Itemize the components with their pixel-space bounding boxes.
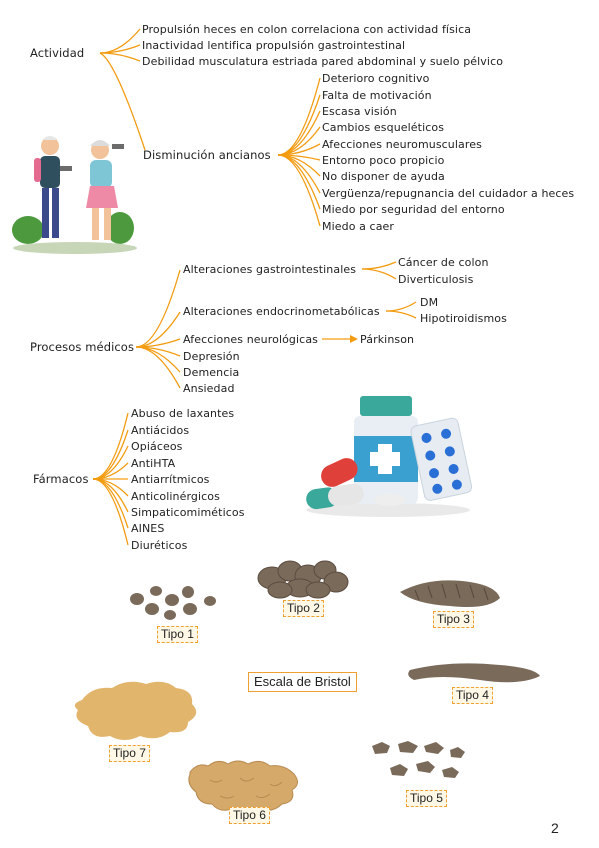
endocrino-item: DM <box>420 296 439 309</box>
ancianos-item: No disponer de ayuda <box>322 170 445 183</box>
tipo-label: Tipo 5 <box>406 790 447 807</box>
procesos-item: Ansiedad <box>183 382 235 395</box>
gastro-label: Alteraciones gastrointestinales <box>183 263 357 276</box>
tipo-label: Tipo 7 <box>109 745 150 762</box>
ancianos-item: Entorno poco propicio <box>322 154 445 167</box>
procesos-item: Depresión <box>183 350 240 363</box>
ancianos-item: Afecciones neuromusculares <box>322 138 482 151</box>
elderly-exercise-illustration <box>12 136 137 254</box>
tipo-label: Tipo 6 <box>229 807 270 824</box>
farmaco-item: Antiácidos <box>131 424 190 437</box>
gastro-item: Diverticulosis <box>398 273 474 286</box>
farmaco-item: Antiarrítmicos <box>131 473 210 486</box>
bristol-stool-drawings <box>74 560 540 813</box>
neuro-item: Párkinson <box>360 333 415 346</box>
farmaco-item: Diuréticos <box>131 539 188 552</box>
page-number: 2 <box>551 820 559 836</box>
ancianos-item: Miedo por seguridad del entorno <box>322 203 505 216</box>
farmaco-item: Anticolinérgicos <box>131 490 220 503</box>
farmaco-item: Abuso de laxantes <box>131 407 235 420</box>
neuro-label: Afecciones neurológicas <box>183 333 318 346</box>
farmaco-item: AINES <box>131 522 165 535</box>
ancianos-item: Vergüenza/repugnancia del cuidador a hec… <box>322 187 575 200</box>
tipo-label: Tipo 3 <box>433 611 474 628</box>
actividad-item: Propulsión heces en colon correlaciona c… <box>142 23 472 36</box>
actividad-title: Actividad <box>30 46 85 60</box>
ancianos-item: Escasa visión <box>322 105 397 118</box>
ancianos-item: Miedo a caer <box>322 220 395 233</box>
tipo-label: Tipo 1 <box>157 626 198 643</box>
ancianos-item: Falta de motivación <box>322 89 432 102</box>
farmacos-title: Fármacos <box>33 472 89 486</box>
endocrino-label: Alteraciones endocrinometabólicas <box>183 305 380 318</box>
actividad-item: Debilidad musculatura estriada pared abd… <box>142 55 504 68</box>
tipo-label: Tipo 2 <box>283 600 324 617</box>
ancianos-title: Disminución ancianos <box>143 148 271 162</box>
ancianos-item: Deterioro cognitivo <box>322 72 430 85</box>
bristol-title: Escala de Bristol <box>248 672 357 692</box>
actividad-item: Inactividad lentifica propulsión gastroi… <box>142 39 406 52</box>
procesos-item: Demencia <box>183 366 240 379</box>
medicine-illustration <box>306 396 473 517</box>
tipo-label: Tipo 4 <box>452 687 493 704</box>
ancianos-item: Cambios esqueléticos <box>322 121 445 134</box>
tipo1-lumps <box>130 586 216 620</box>
gastro-item: Cáncer de colon <box>398 256 489 269</box>
procesos-title: Procesos médicos <box>30 340 135 354</box>
farmaco-item: Opiáceos <box>131 440 183 453</box>
endocrino-item: Hipotiroidismos <box>420 312 507 325</box>
farmaco-item: Simpaticomiméticos <box>131 506 245 519</box>
farmaco-item: AntiHTA <box>131 457 176 470</box>
